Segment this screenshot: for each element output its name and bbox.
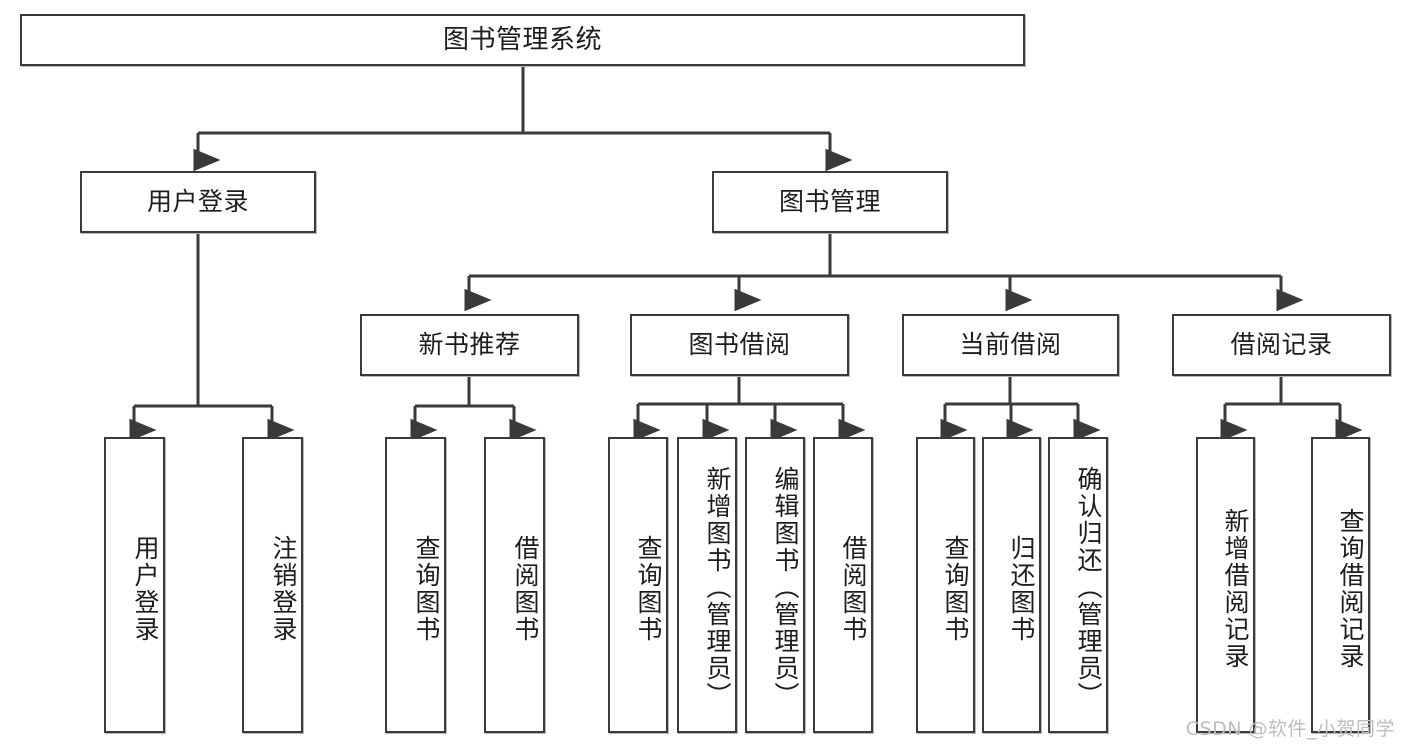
node-label: 归还图书 bbox=[1007, 535, 1036, 643]
leaf-query-books-borrow[interactable]: 查询图书 bbox=[608, 437, 668, 733]
leaf-borrow-books-recommend[interactable]: 借阅图书 bbox=[484, 437, 545, 733]
node-label: 确认归还（管理员） bbox=[1074, 465, 1103, 709]
node-book-management[interactable]: 图书管理 bbox=[712, 171, 948, 233]
leaf-edit-book-admin[interactable]: 编辑图书（管理员） bbox=[745, 437, 805, 733]
node-label: 新书推荐 bbox=[418, 330, 521, 360]
node-label: 借阅记录 bbox=[1230, 330, 1333, 360]
leaf-return-books[interactable]: 归还图书 bbox=[982, 437, 1041, 733]
node-book-borrow[interactable]: 图书借阅 bbox=[630, 314, 849, 376]
node-label: 查询借阅记录 bbox=[1336, 508, 1365, 670]
node-label: 用户登录 bbox=[131, 535, 160, 643]
node-label: 图书管理 bbox=[778, 187, 881, 217]
leaf-query-borrow-record[interactable]: 查询借阅记录 bbox=[1311, 437, 1370, 733]
node-label: 查询图书 bbox=[941, 535, 970, 643]
node-label: 图书管理系统 bbox=[442, 24, 602, 55]
node-label: 图书借阅 bbox=[688, 330, 791, 360]
node-user-login[interactable]: 用户登录 bbox=[80, 171, 316, 233]
node-current-borrow[interactable]: 当前借阅 bbox=[902, 314, 1119, 376]
node-root[interactable]: 图书管理系统 bbox=[20, 14, 1025, 66]
leaf-add-book-admin[interactable]: 新增图书（管理员） bbox=[677, 437, 737, 733]
node-label: 用户登录 bbox=[146, 187, 249, 217]
node-label: 注销登录 bbox=[269, 535, 298, 643]
csdn-watermark: CSDN @软件_小贺同学 bbox=[1185, 718, 1395, 740]
leaf-add-borrow-record[interactable]: 新增借阅记录 bbox=[1196, 437, 1255, 733]
leaf-user-login[interactable]: 用户登录 bbox=[104, 437, 165, 733]
node-label: 借阅图书 bbox=[511, 535, 540, 643]
node-label: 借阅图书 bbox=[839, 535, 868, 643]
node-borrow-record[interactable]: 借阅记录 bbox=[1172, 314, 1391, 376]
leaf-confirm-return-admin[interactable]: 确认归还（管理员） bbox=[1048, 437, 1108, 733]
leaf-query-books-recommend[interactable]: 查询图书 bbox=[385, 437, 446, 733]
node-label: 查询图书 bbox=[634, 535, 663, 643]
node-new-book-recommend[interactable]: 新书推荐 bbox=[360, 314, 579, 376]
leaf-user-logout[interactable]: 注销登录 bbox=[242, 437, 303, 733]
node-label: 查询图书 bbox=[412, 535, 441, 643]
leaf-query-books-current[interactable]: 查询图书 bbox=[916, 437, 975, 733]
node-label: 新增图书（管理员） bbox=[703, 465, 732, 709]
node-label: 当前借阅 bbox=[959, 330, 1062, 360]
node-label: 新增借阅记录 bbox=[1221, 508, 1250, 670]
node-label: 编辑图书（管理员） bbox=[771, 465, 800, 709]
leaf-borrow-books[interactable]: 借阅图书 bbox=[813, 437, 873, 733]
